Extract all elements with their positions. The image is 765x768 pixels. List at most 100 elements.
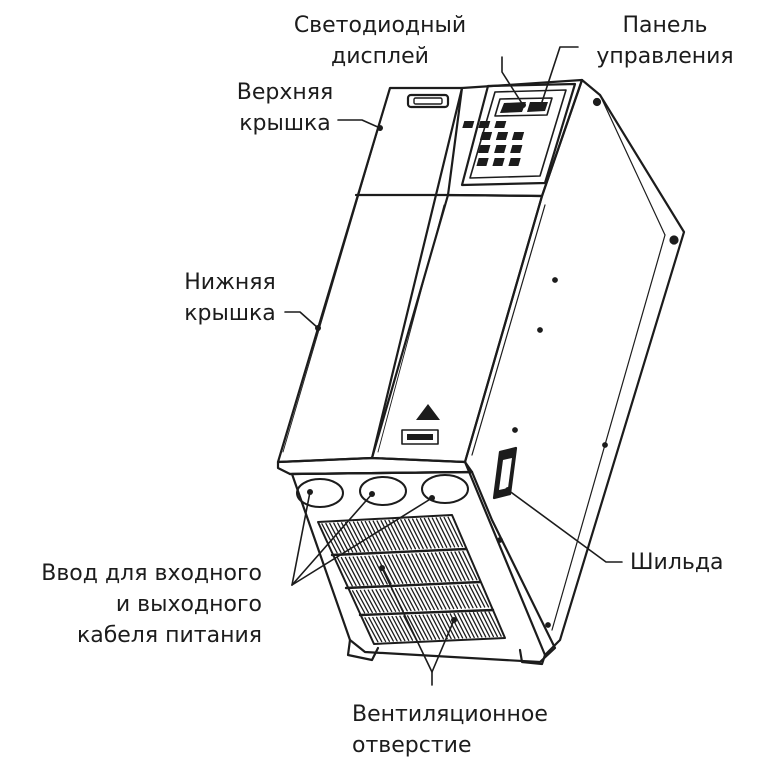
vent-slot [360,521,377,552]
cable-entry-hole [296,478,344,508]
label-led-display-line2: дисплей [331,44,429,69]
vent-slot [376,520,393,551]
lower-cover-inner-edge [377,204,445,453]
vent-slot [363,589,377,613]
vent-slot [472,612,487,638]
label-led-display-line1: Светодиодный [293,13,467,38]
vent-slot [438,552,455,582]
vent-slots [321,516,502,643]
vent-slot [387,554,404,584]
vent-rib [358,608,495,617]
cable-entry-hole [359,476,407,506]
vent-slot [419,553,435,583]
vent-slot [400,519,417,550]
vent-slot [406,587,420,611]
vent-grille [317,514,506,645]
mounting-hole [669,235,679,245]
vent-slot [476,584,490,608]
vent-slot [414,614,429,641]
vent-slot [414,587,428,611]
vent-slot [449,585,463,609]
vent-slot [423,517,440,549]
vent-slot [472,584,486,608]
leader-control-panel [539,46,579,109]
label-vent-opening: Вентиляционное отверстие [352,699,612,761]
vent-slot [368,555,384,585]
top-cover-latch-inner [413,97,443,105]
vent-slot [372,520,389,551]
vent-rib [330,547,468,557]
vent-slot [375,589,389,613]
front-label-plate [401,429,439,445]
label-nameplate-line1: Шильда [630,550,724,575]
vent-slot [387,588,401,612]
vent-slot [391,554,408,584]
vent-slot [356,556,373,586]
front-label-plate-fill [407,434,433,440]
vent-slot [402,587,416,612]
vent-slot [372,616,387,643]
vent-slot [480,611,495,638]
label-control-panel-line2: управления [596,44,734,69]
label-top-cover-line2: крышка [239,111,331,136]
leader-nameplate [507,489,623,563]
vent-slot [425,586,439,610]
vent-slot [441,613,456,639]
right-side-face [463,78,686,657]
vent-slot [415,518,432,549]
vent-slot [434,552,451,582]
vent-slot [333,522,350,553]
warning-triangle-icon [416,404,440,420]
vent-slot [392,519,409,550]
vent-slot [383,616,398,642]
vent-slot [364,520,381,552]
vent-slot [419,517,436,549]
vent-slot [403,553,420,584]
bottom-plate [276,456,557,666]
vent-slot [411,553,427,583]
vent-slot [427,517,444,549]
vent-slot [352,521,370,552]
control-panel-housing [460,82,577,187]
vent-slot [430,614,445,640]
right-front-lower [370,193,544,464]
vent-slot [379,588,393,613]
vent-slot [461,612,475,639]
leader-cable-entry-3 [291,497,433,586]
vent-slot [476,611,491,638]
vent-slot [344,521,362,553]
leader-bottom-cover [284,311,319,329]
vent-slot [457,585,470,609]
screw [552,277,558,283]
label-cable-entry-line2: и выходного [115,592,262,617]
vent-slot [423,552,439,583]
callout-lines [284,46,623,686]
vent-slot [431,517,448,548]
vent-slot [364,555,381,586]
vent-grille-outline [317,514,506,645]
vent-slot [437,585,451,610]
vent-slot [329,522,346,554]
vent-slot [426,614,441,640]
vent-slot [435,517,452,548]
vent-slot [371,589,385,613]
label-led-display: Светодиодный дисплей [270,10,490,72]
vent-slot [383,588,397,612]
vent-slot [368,520,385,552]
vent-slot [359,589,373,614]
label-top-cover-line1: Верхняя [236,80,334,105]
vent-slot [429,586,443,610]
vent-slot [465,612,479,638]
vent-slot [360,555,377,586]
vent-slot [484,611,498,638]
vent-slot [379,554,396,585]
vent-slot [336,557,353,587]
right-front-face [370,78,584,464]
vent-slot [367,589,381,613]
vent-slot [437,613,452,640]
vent-slot [462,550,478,581]
vent-slot [388,519,405,551]
vent-slot [344,556,361,587]
vent-slot [458,551,474,581]
vent-slot [398,587,412,612]
